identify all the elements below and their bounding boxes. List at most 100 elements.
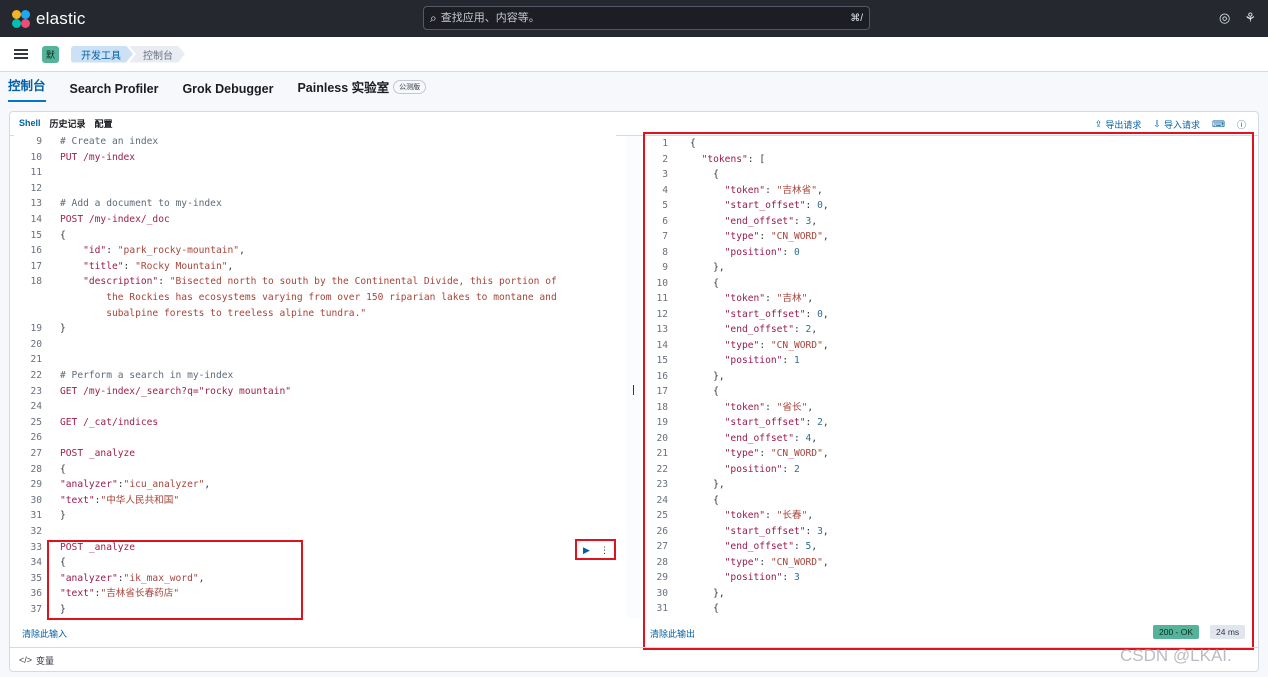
help-circle-icon[interactable]: ⓘ xyxy=(1236,120,1246,130)
tab-shell[interactable]: Shell xyxy=(19,112,41,136)
line-code: POST /my-index/_doc xyxy=(60,212,170,228)
space-avatar[interactable]: 默 xyxy=(42,45,59,63)
clear-input-link[interactable]: 清除此输入 xyxy=(22,629,68,639)
line-number: 14 xyxy=(30,214,42,225)
request-selection-box xyxy=(47,540,303,620)
code-line[interactable]: 18 "description": "Bisected north to sou… xyxy=(14,274,616,290)
code-line[interactable]: 19} xyxy=(14,321,616,337)
line-code: "tokens": [ xyxy=(690,152,766,168)
tab-console[interactable]: 控制台 xyxy=(8,75,46,102)
code-line[interactable]: 16 "id": "park_rocky-mountain", xyxy=(14,243,616,259)
play-icon[interactable]: ▶ xyxy=(583,544,590,555)
help-icon[interactable]: ◎ xyxy=(1219,10,1231,25)
code-token: : xyxy=(765,401,777,413)
newsfeed-icon[interactable]: ⚘ xyxy=(1244,10,1256,25)
line-number: 33 xyxy=(30,541,42,553)
code-token: "CN_WORD" xyxy=(770,556,823,568)
code-line[interactable]: 36"text":"吉林省长春药店" xyxy=(14,586,616,602)
response-output[interactable]: 1{2 "tokens": [3 {4 "token": "吉林省",5 "st… xyxy=(648,136,1244,616)
panel-resize-handle[interactable] xyxy=(633,385,634,395)
line-code: GET /my-index/_search?q="rocky mountain" xyxy=(60,384,291,400)
code-token: , xyxy=(822,339,829,351)
code-line[interactable]: 9# Create an index xyxy=(14,134,616,150)
line-number: 21 xyxy=(656,448,668,459)
code-token: : xyxy=(765,510,777,521)
code-token: , xyxy=(807,401,814,413)
breadcrumb-dev-tools[interactable]: 开发工具 xyxy=(71,46,133,63)
code-line[interactable]: 22# Perform a search in my-index xyxy=(14,368,616,384)
search-input[interactable] xyxy=(440,12,851,24)
editor-scrollbar[interactable] xyxy=(626,136,640,618)
code-line[interactable]: 31} xyxy=(14,508,616,524)
code-line[interactable]: 37} xyxy=(14,602,616,618)
code-token: "tokens" xyxy=(701,153,748,165)
clear-output-link[interactable]: 清除此输出 xyxy=(650,629,696,639)
keyboard-icon[interactable]: ⌨ xyxy=(1211,119,1225,129)
code-line[interactable]: 14 POST /my-index/_doc xyxy=(14,212,616,228)
code-line[interactable]: 30"text":"中华人民共和国" xyxy=(14,493,616,509)
code-line[interactable]: 13# Add a document to my-index xyxy=(14,196,616,212)
variables-bar[interactable]: </> 变量 xyxy=(9,647,1259,672)
code-token: { xyxy=(690,603,719,614)
code-line[interactable]: subalpine forests to treeless alpine tun… xyxy=(14,306,616,322)
import-requests-button[interactable]: ⇩导入请求 xyxy=(1153,118,1200,131)
code-token: "title" xyxy=(83,260,124,272)
code-line[interactable]: 24 xyxy=(14,399,616,415)
elastic-logo[interactable]: elastic xyxy=(12,9,86,29)
code-line[interactable]: 21 xyxy=(14,352,616,368)
global-search[interactable]: ⌕ ⌘/ xyxy=(423,6,870,30)
breadcrumb: 开发工具 控制台 xyxy=(71,46,185,63)
code-line[interactable]: the Rockies has ecosystems varying from … xyxy=(14,290,616,306)
code-line[interactable]: 20 xyxy=(14,337,616,353)
tab-search-profiler[interactable]: Search Profiler xyxy=(69,82,159,96)
tab-history[interactable]: 历史记录 xyxy=(49,119,86,129)
code-token: : xyxy=(765,293,777,304)
export-requests-button[interactable]: ⇪导出请求 xyxy=(1095,118,1142,131)
line-code: "text":"中华人民共和国" xyxy=(60,493,179,509)
code-line[interactable]: 17 "title": "Rocky Mountain", xyxy=(14,259,616,275)
code-line[interactable]: 28{ xyxy=(14,462,616,478)
code-line[interactable]: 26 xyxy=(14,430,616,446)
code-token: : xyxy=(94,588,101,600)
line-code: "start_offset": 2, xyxy=(690,415,829,431)
code-line[interactable]: 15{ xyxy=(14,228,616,244)
tab-config[interactable]: 配置 xyxy=(94,119,113,129)
code-token: 2 xyxy=(805,324,812,335)
line-code: "title": "Rocky Mountain", xyxy=(60,259,233,275)
code-token: "text" xyxy=(60,588,95,600)
code-token: "token" xyxy=(724,401,766,413)
line-number: 26 xyxy=(30,432,42,444)
tab-painless-label: Painless 实验室 xyxy=(297,81,390,95)
request-actions: ▶ ⋮ xyxy=(578,542,614,558)
code-line[interactable]: 11 xyxy=(14,165,616,181)
code-token: 0 xyxy=(817,200,823,211)
line-code: "type": "CN_WORD", xyxy=(690,229,829,245)
code-line[interactable]: 12 xyxy=(14,181,616,197)
code-token: : xyxy=(793,324,806,335)
line-code: # Perform a search in my-index xyxy=(60,368,233,384)
code-line[interactable]: 35"analyzer":"ik_max_word", xyxy=(14,571,616,587)
menu-icon[interactable] xyxy=(14,47,28,61)
tab-painless-lab[interactable]: Painless 实验室公测版 xyxy=(297,77,427,102)
line-code: { xyxy=(690,384,719,400)
code-token: "type" xyxy=(724,556,760,568)
code-line[interactable]: 29"analyzer":"icu_analyzer", xyxy=(14,477,616,493)
code-line[interactable]: 34{ xyxy=(14,555,616,571)
line-number: 15 xyxy=(656,355,668,366)
code-token: { xyxy=(60,557,66,569)
more-vertical-icon[interactable]: ⋮ xyxy=(599,544,609,555)
code-token: , xyxy=(822,200,829,211)
line-number: 23 xyxy=(30,385,42,397)
line-code: # Create an index xyxy=(60,134,158,150)
code-token: # Create an index xyxy=(60,136,159,147)
code-line[interactable]: 32 xyxy=(14,524,616,540)
code-token: 2 xyxy=(817,417,823,428)
code-line[interactable]: 23 GET /my-index/_search?q="rocky mountai… xyxy=(14,384,616,400)
line-code: { xyxy=(690,601,719,616)
tab-grok-debugger[interactable]: Grok Debugger xyxy=(182,82,274,96)
